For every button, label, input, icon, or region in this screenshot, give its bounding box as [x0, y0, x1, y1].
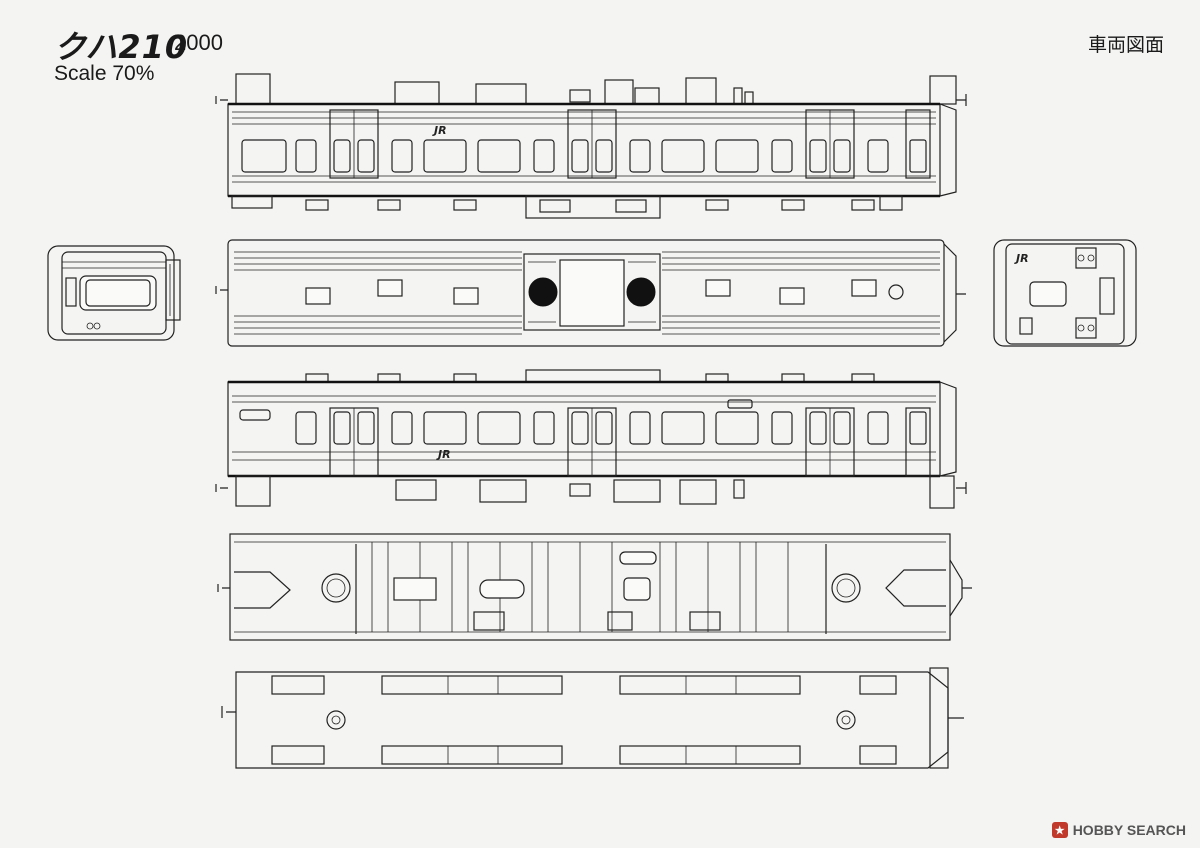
watermark-text: HOBBY SEARCH [1072, 822, 1186, 838]
side-windows-upper [241, 139, 927, 173]
end-view-right: JR [993, 239, 1137, 347]
side-doors-lower [329, 407, 931, 477]
bottom-view [221, 667, 964, 769]
side-view-lower: JR [215, 369, 967, 509]
drawing-title: 車両図面 [1087, 34, 1164, 56]
floor-cross-members [371, 542, 789, 632]
jr-logo-upper: JR [432, 124, 447, 137]
jr-logo-front: JR [1014, 252, 1029, 265]
side-view-upper: JR [215, 73, 967, 219]
watermark-badge-icon: ★ [1051, 822, 1068, 838]
underframe-view [217, 533, 972, 641]
side-windows-lower [295, 411, 927, 445]
model-name: クハ210 [54, 28, 189, 66]
end-view-left [47, 245, 181, 341]
side-doors-upper [329, 109, 931, 179]
roof-view [215, 239, 966, 347]
model-number: 2000 [174, 30, 223, 55]
scale-label: Scale 70% [54, 62, 155, 85]
watermark: ★ HOBBY SEARCH [1051, 822, 1186, 838]
roof-ribs [234, 251, 940, 335]
jr-logo-lower: JR [436, 448, 451, 461]
